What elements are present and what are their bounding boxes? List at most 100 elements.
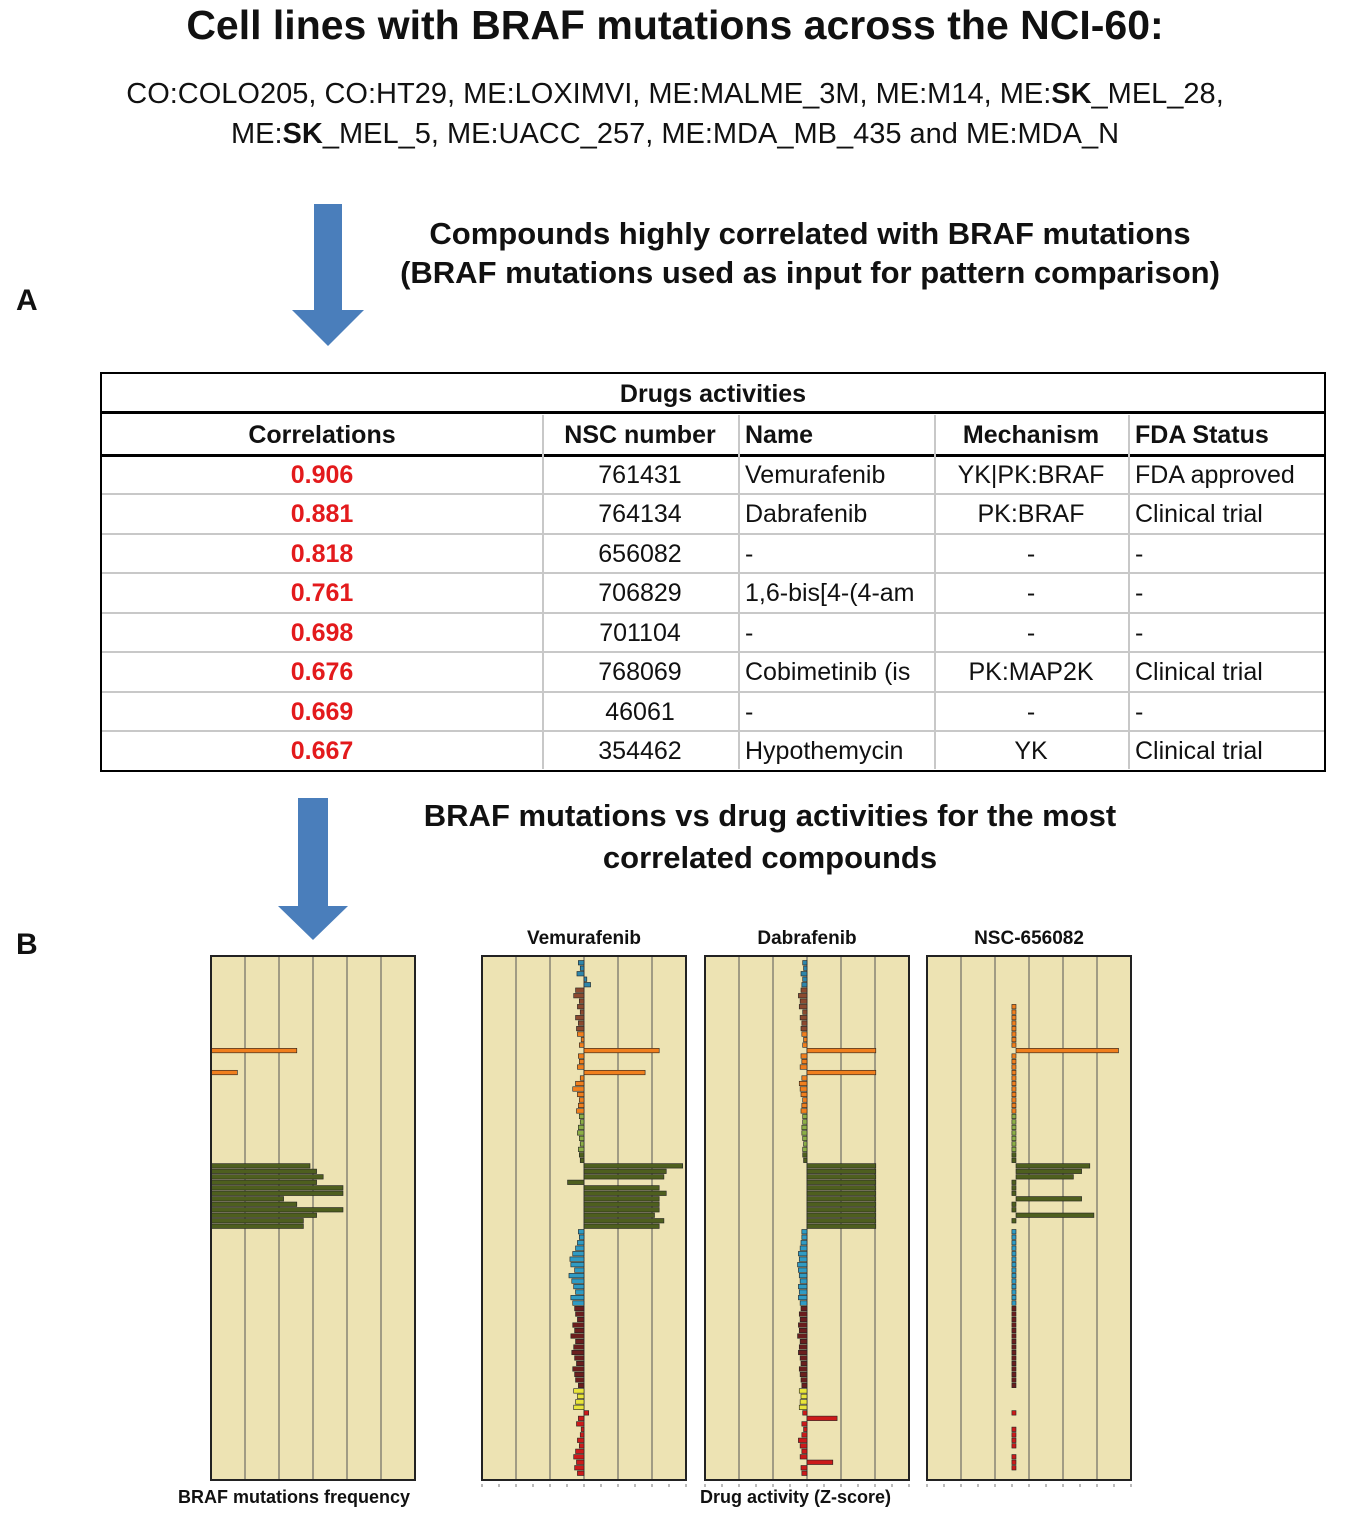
chart-bar (798, 1251, 808, 1257)
chart-bar (210, 1185, 344, 1191)
chart-bar (801, 1470, 808, 1476)
chart-bar (802, 976, 808, 982)
chart-bar (575, 1245, 585, 1251)
chart-bar (1011, 1377, 1017, 1383)
chart-bar (798, 1289, 808, 1295)
chart-bar (1011, 1059, 1017, 1065)
chart-bar (801, 1234, 808, 1240)
chart-bar (803, 1037, 808, 1043)
table-row-divider (102, 651, 1324, 653)
chart-bar (1011, 1113, 1017, 1119)
chart-bar (583, 1174, 665, 1180)
chart-bar (583, 1163, 683, 1169)
chart-bar (571, 1278, 585, 1284)
chart-bar (1011, 1410, 1017, 1416)
table-cell-nsc-number: 46061 (605, 697, 675, 726)
table-row-divider (102, 572, 1324, 574)
chart-bar (578, 1113, 585, 1119)
chart-bar (1011, 1465, 1017, 1471)
table-cell-nsc-number: 706829 (598, 579, 682, 607)
chart-bar (1015, 1196, 1082, 1202)
chart-bar (1011, 1229, 1017, 1235)
chart-bar (576, 1459, 585, 1465)
chart-bar (1011, 1086, 1017, 1092)
chart-bar (802, 960, 808, 966)
table-cell-nsc-number: 354462 (598, 737, 682, 765)
chart-bar (1011, 1108, 1017, 1114)
step1-caption-line-2: (BRAF mutations used as input for patter… (400, 255, 1220, 290)
chart-bar (801, 1124, 808, 1130)
chart-bar (210, 1048, 298, 1054)
chart-bar (583, 1212, 655, 1218)
chart-bar (801, 1421, 808, 1427)
chart-bar (1011, 1443, 1017, 1449)
chart-bar (1011, 1097, 1017, 1103)
chart-bar (567, 1179, 585, 1185)
table-header-fda-status: FDA Status (1135, 421, 1269, 449)
chart-bar (577, 1064, 585, 1070)
chart-bar (802, 1146, 808, 1152)
chart-bar (577, 1240, 585, 1246)
chart-bar (578, 1097, 585, 1103)
chart-bar (1011, 1037, 1017, 1043)
chart-bar (806, 1069, 877, 1076)
chart-bar (806, 1163, 877, 1169)
chart-bar (1011, 1130, 1017, 1136)
chart-bar (583, 982, 591, 988)
chart-title-dabrafenib: Dabrafenib (757, 928, 857, 949)
chart-bar (1011, 1251, 1017, 1257)
chart-bar (575, 1289, 585, 1295)
chart-bar (579, 1432, 585, 1438)
chart-bar (570, 1262, 585, 1268)
chart-bar (578, 1042, 585, 1048)
chart-bar (800, 1377, 808, 1383)
table-cell-fda-status: - (1135, 618, 1144, 647)
chart-bar (210, 1196, 284, 1202)
chart-bar (210, 1201, 298, 1207)
table-cell-correlation: 0.761 (290, 579, 354, 607)
chart-bar (578, 1020, 585, 1026)
chart-bar (574, 1306, 585, 1312)
chart-bar (801, 1020, 808, 1026)
chart-bar (797, 1333, 808, 1339)
table-header-name: Name (745, 421, 814, 449)
table-column-divider (738, 415, 740, 769)
chart-bar (578, 1443, 585, 1449)
chart-bar (210, 1207, 344, 1213)
table-cell-correlation: 0.698 (290, 618, 354, 647)
chart-bar (572, 1086, 585, 1092)
chart-bar (583, 1048, 660, 1054)
chart-bar (806, 1223, 877, 1229)
table-cell-correlation: 0.667 (290, 737, 354, 765)
chart-bar (1011, 1289, 1017, 1295)
table-cell-nsc-number: 761431 (598, 460, 682, 489)
chart-bar (1011, 1454, 1017, 1460)
table-cell-correlation: 0.881 (290, 500, 354, 528)
table-cell-mechanism: PK:BRAF (977, 500, 1085, 528)
chart-bar (578, 1234, 585, 1240)
chart-bar (579, 1009, 585, 1015)
chart-bar (1011, 1124, 1017, 1130)
chart-bar (806, 1179, 877, 1185)
chart-bar (800, 1360, 808, 1367)
chart-bar (578, 1415, 585, 1421)
chart-bar (575, 1338, 585, 1345)
chart-bar (799, 1064, 808, 1070)
chart-title-vemurafenib: Vemurafenib (526, 928, 642, 949)
chart-bar (577, 1470, 585, 1476)
chart-bar (801, 1102, 808, 1109)
chart-bar (800, 1026, 808, 1032)
chart-bar (798, 1080, 808, 1087)
chart-bar (799, 1245, 808, 1251)
table-row-divider (102, 690, 1324, 693)
chart-bar (799, 1443, 808, 1449)
chart-bar (798, 1344, 808, 1350)
chart-bar (800, 987, 808, 993)
chart-bar (1011, 1432, 1017, 1438)
chart-panel-frame (481, 955, 687, 1481)
chart-bar (210, 1069, 238, 1076)
chart-bar (578, 1102, 585, 1109)
table-cell-name: Hypothemycin (745, 737, 904, 765)
table-row-divider (102, 532, 1324, 535)
table-cell-correlation: 0.906 (290, 460, 354, 489)
